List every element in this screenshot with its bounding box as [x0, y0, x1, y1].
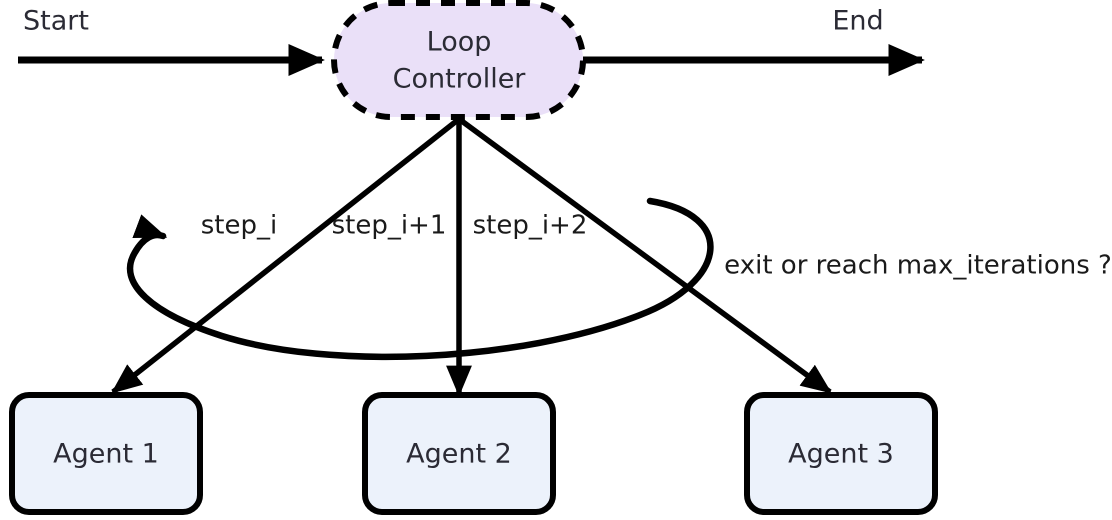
- agent-1-node[interactable]: Agent 1: [9, 392, 203, 515]
- edge-label-step-i: step_i: [201, 211, 277, 241]
- edge-controller-to-agent3: [457, 116, 832, 395]
- loop-controller-node[interactable]: Loop Controller: [331, 0, 586, 120]
- start-label: Start: [23, 6, 89, 37]
- loop-controller-label-line2: Controller: [393, 64, 527, 95]
- feedback-loop-curve: [126, 197, 714, 361]
- agent-1-label: Agent 1: [53, 439, 159, 470]
- agent-3-shape: [744, 392, 938, 515]
- edge-controller-to-agent1: [111, 116, 461, 395]
- agent-1-shape: [9, 392, 203, 515]
- agent-3-node[interactable]: Agent 3: [744, 392, 938, 515]
- agent-3-label: Agent 3: [788, 439, 894, 470]
- end-label: End: [832, 6, 883, 37]
- loop-controller-label-line1: Loop: [427, 27, 492, 58]
- agent-2-node[interactable]: Agent 2: [362, 392, 556, 515]
- edge-label-step-i-plus-1: step_i+1: [332, 211, 447, 241]
- loop-controller-shape: [331, 0, 586, 120]
- agent-2-label: Agent 2: [406, 439, 512, 470]
- edge-label-step-i-plus-2: step_i+2: [473, 211, 588, 241]
- edge-label-feedback: exit or reach max_iterations ?: [724, 251, 1112, 281]
- agent-2-shape: [362, 392, 556, 515]
